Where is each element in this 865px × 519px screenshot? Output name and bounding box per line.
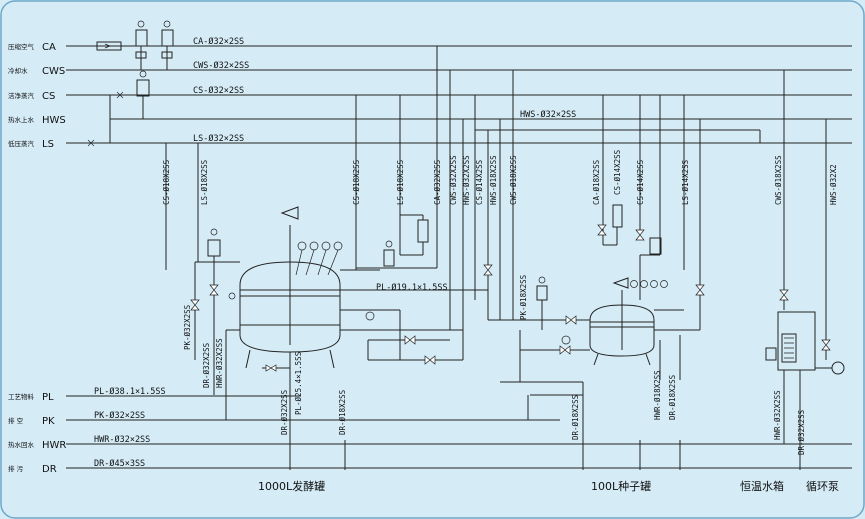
hwr-code: HWR <box>42 440 66 451</box>
valves <box>190 224 831 372</box>
pk-cn: 排 空 <box>8 416 24 425</box>
vlabel: HWS-Ø18X2SS <box>489 155 498 205</box>
vlabel: HWS-Ø32X2SS <box>462 155 471 205</box>
cs-code: CS <box>42 91 55 102</box>
cws-spec: CWS-Ø32×2SS <box>193 60 249 71</box>
pl-code: PL <box>42 392 54 403</box>
vlabel: HWR-Ø32X2SS <box>215 338 224 388</box>
hws-branch-spec: HWS-Ø32×2SS <box>520 109 576 120</box>
cs-spec: CS-Ø32×2SS <box>193 85 244 96</box>
vlabel: LS-Ø18X2SS <box>200 159 209 205</box>
vlabel: CS-Ø14X2SS <box>475 159 484 205</box>
top-lines <box>66 45 852 144</box>
vlabel: PK-Ø32X2SS <box>183 304 192 350</box>
vlabel: CWS-Ø32X2SS <box>449 155 458 205</box>
vlabel: DR-Ø32X2SS <box>797 409 806 455</box>
pl-cn: 工艺物料 <box>8 392 35 401</box>
vlabel: DR-Ø18X2SS <box>571 394 580 440</box>
hwr-spec: HWR-Ø32×2SS <box>94 434 150 445</box>
seed-tank-100l <box>488 204 700 470</box>
pk-spec: PK-Ø32×2SS <box>94 410 145 421</box>
ls-code: LS <box>42 139 54 150</box>
dr-code: DR <box>42 464 57 475</box>
vlabel: DR-Ø32X2SS <box>202 342 211 388</box>
vlabel: CA-Ø18X2SS <box>592 159 601 205</box>
cws-cn: 冷却水 <box>8 66 28 75</box>
hwr-cn: 热水回水 <box>8 440 35 449</box>
vlabel: CWS-Ø18X2SS <box>509 155 518 205</box>
vlabel: LS-Ø14X2SS <box>681 159 690 205</box>
pl-branch-spec: PL-Ø19.1×1.5SS <box>376 282 448 293</box>
cs-cn: 洁净蒸汽 <box>8 91 35 100</box>
dr-cn: 排 污 <box>8 464 24 473</box>
vlabel: DR-Ø32X2SS <box>280 389 289 435</box>
vlabel: CS-Ø18X2SS <box>352 159 361 205</box>
caption-fermenter: 1000L发酵罐 <box>258 479 325 493</box>
vlabel: CS-Ø18X2SS <box>162 159 171 205</box>
fermenter-1000l <box>194 206 488 470</box>
ca-spec: CA-Ø32×2SS <box>193 36 244 47</box>
vlabel: HWS-Ø32X2 <box>829 164 838 205</box>
vlabel: CWS-Ø18X2SS <box>774 155 783 205</box>
pk-code: PK <box>42 416 55 427</box>
pl-spec: PL-Ø38.1×1.5SS <box>94 386 166 397</box>
ca-filter-group <box>96 20 174 70</box>
ls-cn: 低压蒸汽 <box>8 139 35 148</box>
ca-cn: 压缩空气 <box>8 42 35 51</box>
captions: 1000L发酵罐 100L种子罐 恒温水箱 循环泵 <box>258 479 839 493</box>
hws-code: HWS <box>42 115 66 126</box>
vlabel: PK-Ø18X2SS <box>519 274 528 320</box>
vlabel: LS-Ø18X2SS <box>396 159 405 205</box>
vertical-drops <box>165 46 827 360</box>
caption-water-tank: 恒温水箱 <box>740 479 784 493</box>
vlabel: CS-Ø14X2SS <box>636 159 645 205</box>
water-tank-pump <box>765 311 845 470</box>
vlabel: CA-Ø32X2SS <box>433 159 442 205</box>
vertical-labels: CS-Ø18X2SS LS-Ø18X2SS CS-Ø18X2SS LS-Ø18X… <box>162 149 838 455</box>
ls-spec: LS-Ø32×2SS <box>193 133 244 144</box>
dr-spec: DR-Ø45×3SS <box>94 458 145 469</box>
vlabel: PL-Ø25.4×1.5SS <box>294 351 303 415</box>
cws-code: CWS <box>42 66 65 77</box>
hws-cn: 热水上水 <box>8 115 35 124</box>
vlabel: CS-Ø14X2SS <box>613 149 622 195</box>
caption-pump: 循环泵 <box>806 480 839 493</box>
vlabel: HWR-Ø18X2SS <box>653 370 662 420</box>
top-line-labels: 压缩空气 CA 冷却水 CWS 洁净蒸汽 CS 热水上水 HWS 低压蒸汽 LS… <box>8 36 576 150</box>
cs-filter-group <box>87 70 150 147</box>
caption-seed-tank: 100L种子罐 <box>591 479 651 493</box>
vlabel: HWR-Ø32X2SS <box>773 390 782 440</box>
vlabel: DR-Ø18X2SS <box>338 389 347 435</box>
ca-code: CA <box>42 42 56 53</box>
bottom-connections <box>344 395 681 470</box>
vlabel: DR-Ø18X2SS <box>668 374 677 420</box>
bottom-lines: 工艺物料 PL 排 空 PK 热水回水 HWR 排 污 DR PL-Ø38.1×… <box>8 282 852 475</box>
